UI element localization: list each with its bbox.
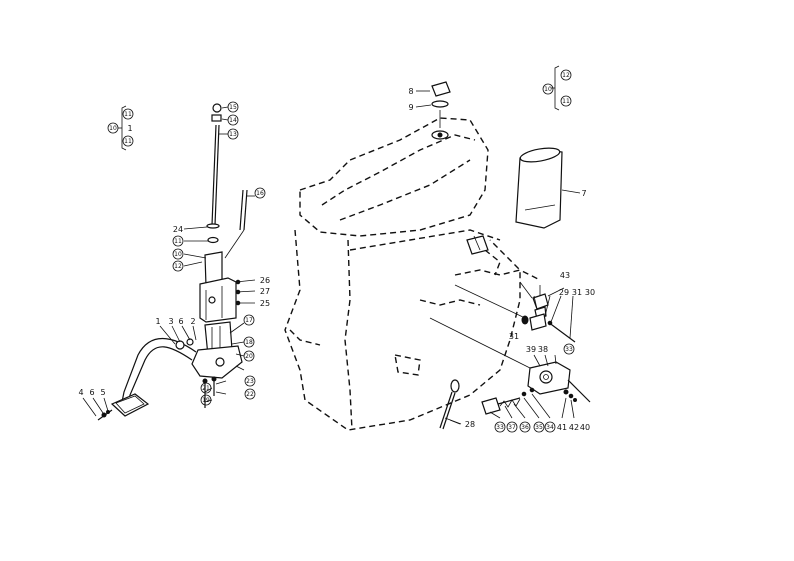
relief-valve-assembly: [429, 281, 591, 415]
circled-17: 17: [245, 317, 253, 324]
circled-15: 15: [229, 104, 237, 111]
circled-20: 20: [245, 353, 253, 360]
filler-neck: [431, 130, 449, 140]
circled-10-a: 10: [109, 125, 117, 132]
callout-6: 6: [178, 317, 183, 326]
block-boss: [466, 235, 489, 255]
circled-11-a: 11: [124, 111, 132, 118]
callout-numbers: 1 3 6 2 4 6 5 7 8 9 24 26 27 25 28 43 29…: [78, 87, 595, 432]
callout-28: 28: [465, 420, 475, 429]
callout-29: 29: [559, 288, 569, 297]
filler-cap: [415, 81, 451, 128]
circled-37: 37: [508, 424, 516, 431]
callout-25: 25: [260, 299, 270, 308]
bracket-left: [118, 105, 127, 151]
callout-30: 30: [585, 288, 595, 297]
bracket-right: [551, 65, 560, 111]
circled-33: 33: [496, 424, 504, 431]
callout-9: 9: [408, 103, 413, 112]
callout-1: 1: [155, 317, 160, 326]
callout-31-a: 31: [572, 288, 582, 297]
callout-7: 7: [581, 189, 586, 198]
circled-12-tr: 12: [562, 72, 570, 79]
circled-22: 22: [246, 391, 254, 398]
circled-19: 19: [202, 397, 210, 404]
circled-23: 23: [246, 378, 254, 385]
circled-10-c: 10: [174, 251, 182, 258]
circled-16: 16: [256, 190, 264, 197]
dipstick: [439, 379, 461, 430]
circled-11-c: 11: [174, 238, 182, 245]
callout-4: 4: [78, 388, 83, 397]
circled-18: 18: [245, 339, 253, 346]
callout-2: 2: [190, 317, 195, 326]
circled-14: 14: [229, 117, 237, 124]
callout-24: 24: [173, 225, 183, 234]
callout-38: 38: [538, 345, 548, 354]
circled-36: 36: [521, 424, 529, 431]
circled-13: 13: [229, 131, 237, 138]
callout-31-b: 31: [509, 332, 519, 341]
circled-12-c: 12: [174, 263, 182, 270]
circled-33-b: 33: [565, 346, 573, 353]
callout-6-b: 6: [89, 388, 94, 397]
circled-11-b: 11: [124, 138, 132, 145]
callout-27: 27: [260, 287, 270, 296]
callout-39: 39: [526, 345, 536, 354]
circled-21: 21: [202, 385, 210, 392]
leader-lines: [82, 106, 575, 425]
callout-42: 42: [569, 423, 579, 432]
circled-10-tr: 10: [544, 86, 552, 93]
engine-block: [284, 117, 541, 431]
callout-40: 40: [580, 423, 590, 432]
circled-35: 35: [535, 424, 543, 431]
callout-3: 3: [168, 317, 173, 326]
callout-41: 41: [557, 423, 567, 432]
circled-references: 11 1 10 11 12 10 11 15 14 13 16 11 10 12…: [107, 69, 575, 433]
callout-26: 26: [260, 276, 270, 285]
oil-filter: [515, 147, 581, 229]
callout-43: 43: [560, 271, 570, 280]
callout-8: 8: [408, 87, 413, 96]
dipstick-assembly: [97, 103, 256, 421]
circled-34: 34: [546, 424, 554, 431]
circled-11-tr: 11: [562, 98, 570, 105]
callout-1-bracket: 1: [127, 124, 132, 133]
callout-5: 5: [100, 388, 105, 397]
